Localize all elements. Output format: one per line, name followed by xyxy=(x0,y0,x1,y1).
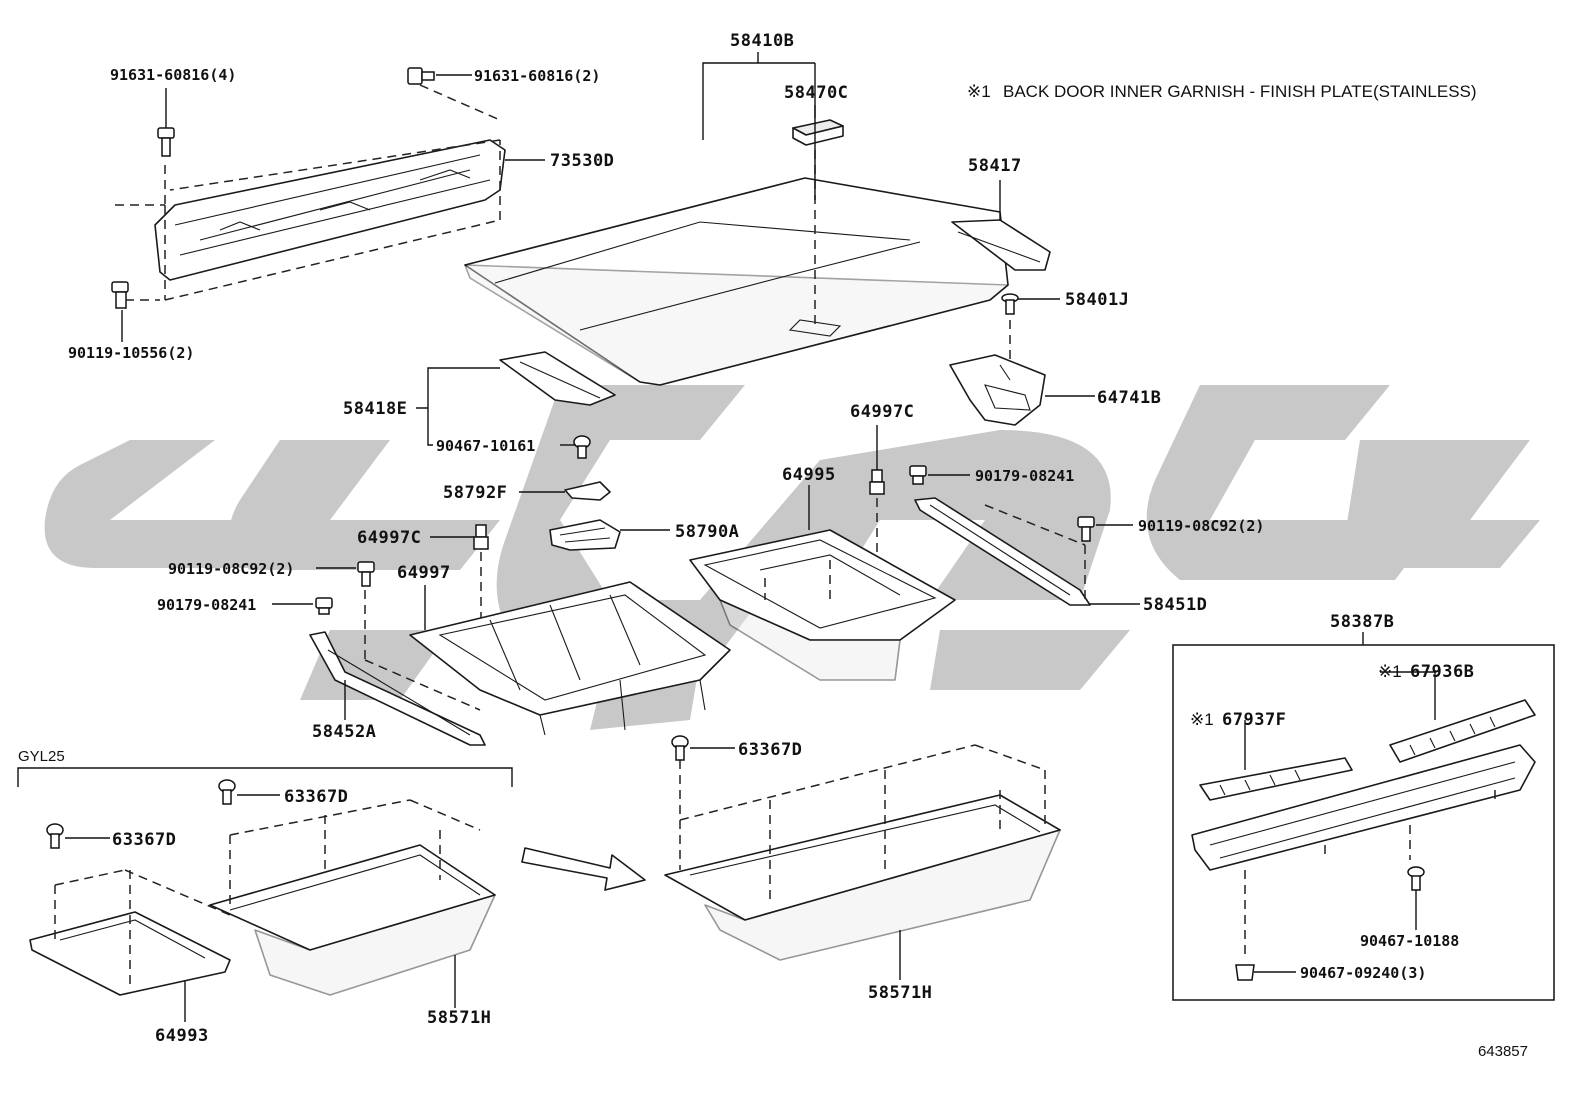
part-58470C-illustration xyxy=(792,119,844,146)
fastener-90119-10556 xyxy=(111,281,129,309)
fastener-63367D-b xyxy=(218,779,236,805)
note-mark-67936B: ※1 xyxy=(1378,662,1402,681)
part-64993-illustration xyxy=(29,869,231,996)
label-90179-08241-right: 90179-08241 xyxy=(975,467,1074,485)
label-67937F: 67937F xyxy=(1222,710,1286,730)
diagram-id: 643857 xyxy=(1478,1043,1528,1060)
label-91631-60816-4: 91631-60816(4) xyxy=(110,66,236,84)
label-63367D-right: 63367D xyxy=(738,740,802,760)
label-64997C-left: 64997C xyxy=(357,528,421,548)
label-90119-08C92-right: 90119-08C92(2) xyxy=(1138,517,1264,535)
label-63367D-left: 63367D xyxy=(112,830,176,850)
fastener-64997C-a xyxy=(869,469,885,495)
part-64741B-illustration xyxy=(949,354,1046,426)
part-58451D-illustration xyxy=(914,497,1091,606)
label-90179-08241-left: 90179-08241 xyxy=(157,596,256,614)
part-64995-illustration xyxy=(689,529,956,681)
part-58792F-illustration xyxy=(564,481,611,501)
watermark-logo xyxy=(44,385,1540,730)
label-58418E: 58418E xyxy=(343,399,407,419)
part-58571H-large-illustration xyxy=(664,744,1061,961)
label-58417: 58417 xyxy=(968,156,1022,176)
gyl25-group: GYL25 xyxy=(17,748,513,787)
part-58790A-illustration xyxy=(549,519,621,551)
part-67937F-illustration xyxy=(1199,757,1353,801)
fastener-90467-10188 xyxy=(1407,866,1425,891)
fastener-90119-08C92-a xyxy=(1077,516,1095,542)
part-58401J-illustration xyxy=(1001,293,1019,315)
fastener-64997C-b xyxy=(473,524,489,550)
label-90467-10188: 90467-10188 xyxy=(1360,932,1459,950)
direction-arrow xyxy=(521,847,646,891)
fastener-63367D-a xyxy=(671,735,689,761)
fastener-90119-08C92-b xyxy=(357,561,375,587)
label-64741B: 64741B xyxy=(1097,388,1161,408)
part-67936B-illustration xyxy=(1389,699,1536,763)
label-58410B: 58410B xyxy=(730,31,794,51)
part-64997-illustration xyxy=(409,581,731,736)
label-58387B: 58387B xyxy=(1330,612,1394,632)
part-labels: 58410B 58470C 91631-60816(4) 91631-60816… xyxy=(68,31,1474,1046)
label-64997C-top: 64997C xyxy=(850,402,914,422)
garnish-illustration xyxy=(1191,744,1536,960)
fastener-90467-09240 xyxy=(1235,964,1255,981)
label-64997: 64997 xyxy=(397,563,451,583)
part-58418E-illustration xyxy=(499,351,616,406)
finish-plate-note: ※1 BACK DOOR INNER GARNISH - FINISH PLAT… xyxy=(967,82,1477,101)
part-58452A-illustration xyxy=(309,590,486,746)
label-64995: 64995 xyxy=(782,465,836,485)
part-73530D-illustration xyxy=(115,84,506,301)
label-90467-09240: 90467-09240(3) xyxy=(1300,964,1426,982)
label-64993: 64993 xyxy=(155,1026,209,1046)
label-58470C: 58470C xyxy=(784,83,848,103)
label-90119-10556: 90119-10556(2) xyxy=(68,344,194,362)
part-58571H-small-illustration xyxy=(209,799,496,996)
fastener-90467-10161 xyxy=(573,435,591,459)
label-73530D: 73530D xyxy=(550,151,614,171)
label-58401J: 58401J xyxy=(1065,290,1129,310)
group-58387B-frame xyxy=(1172,632,1555,1001)
note-mark-67937F: ※1 xyxy=(1190,710,1214,729)
label-58571H-large: 58571H xyxy=(868,983,932,1003)
part-58417-illustration xyxy=(951,219,1051,271)
label-58571H-small: 58571H xyxy=(427,1008,491,1028)
leader-lines xyxy=(65,52,1436,1022)
note-symbol: ※1 xyxy=(967,82,991,101)
part-58410B-illustration xyxy=(464,177,1009,386)
fastener-91631-2 xyxy=(407,67,435,85)
fastener-63367D-c xyxy=(46,823,64,849)
note-text: BACK DOOR INNER GARNISH - FINISH PLATE(S… xyxy=(1003,82,1477,101)
label-63367D-middle: 63367D xyxy=(284,787,348,807)
label-91631-60816-2: 91631-60816(2) xyxy=(474,67,600,85)
label-90467-10161: 90467-10161 xyxy=(436,437,535,455)
label-58452A: 58452A xyxy=(312,722,376,742)
fastener-90179-08241-a xyxy=(909,465,927,485)
fastener-90179-08241-b xyxy=(315,597,333,615)
fastener-91631-4 xyxy=(157,127,175,157)
label-58451D: 58451D xyxy=(1143,595,1207,615)
gyl25-label: GYL25 xyxy=(18,748,65,765)
label-58790A: 58790A xyxy=(675,522,739,542)
label-58792F: 58792F xyxy=(443,483,507,503)
label-67936B: 67936B xyxy=(1410,662,1474,682)
label-90119-08C92-left: 90119-08C92(2) xyxy=(168,560,294,578)
